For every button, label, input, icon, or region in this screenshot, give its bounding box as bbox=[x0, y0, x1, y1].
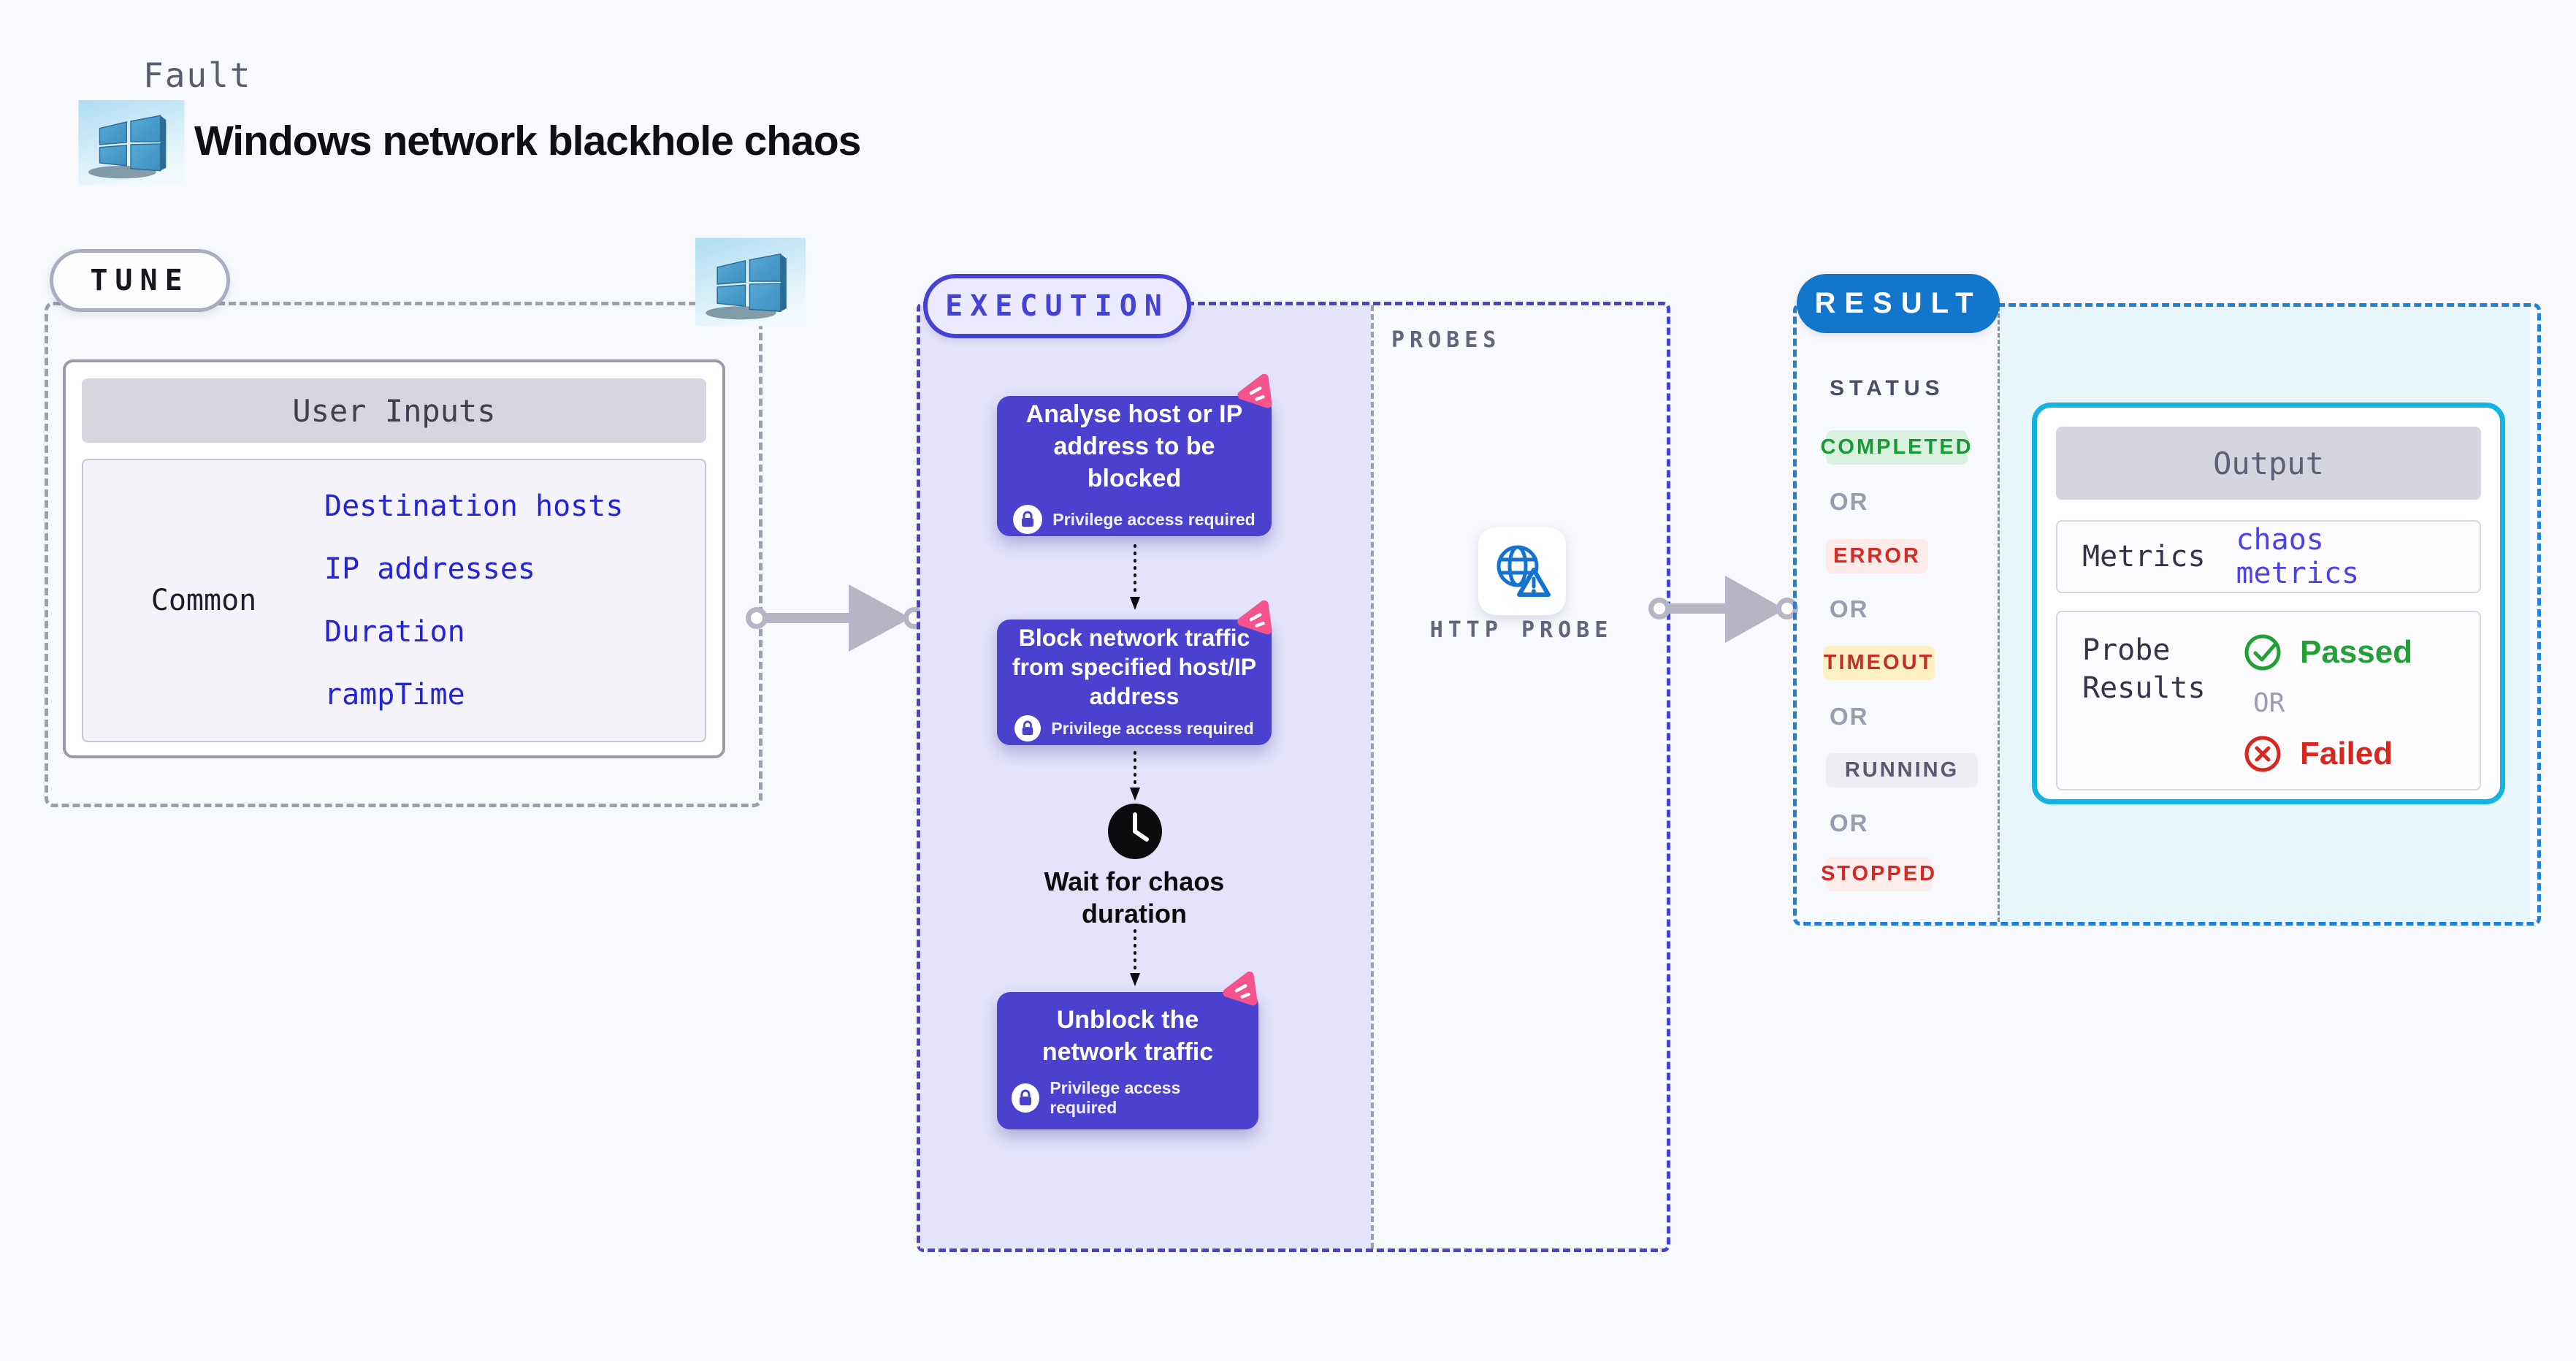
connector-port bbox=[1648, 598, 1670, 619]
probes-label: PROBES bbox=[1391, 327, 1502, 353]
execution-step-card: Unblock the network traffic Privilege ac… bbox=[997, 971, 1258, 1129]
user-inputs-row-label: Common bbox=[150, 584, 257, 617]
lock-icon bbox=[1012, 1083, 1040, 1113]
or-label: OR bbox=[1830, 703, 1869, 730]
clock-icon bbox=[1108, 804, 1162, 859]
privilege-row: Privilege access required bbox=[1013, 505, 1255, 534]
step-title: Analyse host or IP address to be blocked bbox=[1025, 400, 1243, 492]
connector-line bbox=[1659, 603, 1740, 614]
execution-step-card: Analyse host or IP address to be blocked… bbox=[997, 373, 1272, 536]
or-label: OR bbox=[1830, 488, 1869, 515]
metrics-row: Metrics chaos metrics bbox=[2056, 520, 2481, 593]
fault-kicker: Fault bbox=[143, 56, 252, 95]
x-circle-icon bbox=[2244, 736, 2281, 772]
step-title: Unblock the network traffic bbox=[1042, 1006, 1214, 1066]
result-pill: RESULT bbox=[1797, 274, 2000, 333]
flow-arrow-icon bbox=[1130, 544, 1140, 610]
probe-results-label: Probe Results bbox=[2082, 633, 2206, 705]
chaos-metrics-link[interactable]: chaos metrics bbox=[2236, 523, 2360, 590]
input-link-ramptime[interactable]: rampTime bbox=[324, 678, 465, 712]
page-title: Windows network blackhole chaos bbox=[194, 118, 861, 164]
privilege-row: Privilege access required bbox=[1012, 1078, 1244, 1118]
passed-line: Passed bbox=[2243, 633, 2412, 672]
output-header: Output bbox=[2056, 427, 2481, 500]
chaos-logo-icon bbox=[1237, 600, 1272, 635]
check-circle-icon bbox=[2244, 634, 2281, 671]
privilege-text: Privilege access required bbox=[1050, 1078, 1181, 1117]
connector-arrowhead bbox=[1725, 576, 1785, 643]
privilege-text: Privilege access required bbox=[1052, 509, 1255, 529]
connector-port bbox=[746, 607, 768, 629]
http-probe-card bbox=[1478, 527, 1566, 615]
or-label: OR bbox=[1830, 809, 1869, 836]
flow-arrow-icon bbox=[1130, 929, 1140, 986]
lock-icon bbox=[1013, 505, 1043, 534]
probes-divider bbox=[1371, 305, 1374, 1248]
connector-line bbox=[757, 613, 866, 623]
chaos-logo-icon bbox=[1237, 373, 1272, 408]
chaos-logo-icon bbox=[1223, 971, 1258, 1006]
tune-pill: TUNE bbox=[50, 249, 230, 312]
status-badge-completed: COMPLETED bbox=[1820, 430, 1971, 465]
user-inputs-body: Common Destination hosts IP addresses Du… bbox=[82, 459, 706, 742]
wait-step-title: Wait for chaos duration bbox=[1044, 866, 1225, 929]
input-link-ip-addresses[interactable]: IP addresses bbox=[324, 552, 535, 586]
status-badge-running: RUNNING bbox=[1826, 753, 1978, 788]
connector-arrowhead bbox=[849, 584, 911, 652]
step-title: Block network traffic from specified hos… bbox=[1012, 625, 1257, 709]
failed-label: Failed bbox=[2300, 736, 2393, 771]
input-link-destination-hosts[interactable]: Destination hosts bbox=[324, 489, 624, 523]
windows-logo-icon bbox=[695, 237, 806, 327]
result-divider bbox=[1998, 307, 2000, 922]
probe-results-row: Probe Results Passed OR Failed bbox=[2056, 611, 2481, 790]
execution-pill: EXECUTION bbox=[923, 274, 1191, 338]
tune-section bbox=[45, 302, 763, 807]
or-label: OR bbox=[1830, 595, 1869, 622]
http-probe-label: HTTP PROBE bbox=[1429, 617, 1613, 643]
privilege-text: Privilege access required bbox=[1051, 718, 1254, 738]
input-link-duration[interactable]: Duration bbox=[324, 615, 465, 649]
status-badge-error: ERROR bbox=[1826, 539, 1928, 573]
execution-step-card: Block network traffic from specified hos… bbox=[997, 600, 1272, 745]
status-heading: STATUS bbox=[1830, 376, 1945, 400]
status-badge-timeout: TIMEOUT bbox=[1823, 646, 1935, 680]
windows-logo-icon bbox=[78, 100, 185, 185]
flow-arrow-icon bbox=[1130, 751, 1140, 801]
output-card: Output Metrics chaos metrics Probe Resul… bbox=[2032, 403, 2505, 804]
user-inputs-card: User Inputs Common Destination hosts IP … bbox=[63, 359, 725, 758]
failed-line: Failed bbox=[2243, 734, 2412, 774]
passed-label: Passed bbox=[2300, 634, 2413, 670]
lock-icon bbox=[1014, 715, 1042, 742]
metrics-label: Metrics bbox=[2082, 540, 2206, 573]
http-probe-icon bbox=[1497, 545, 1551, 597]
or-label: OR bbox=[2253, 688, 2285, 718]
user-inputs-header: User Inputs bbox=[82, 378, 706, 443]
status-badge-stopped: STOPPED bbox=[1821, 857, 1935, 891]
privilege-row: Privilege access required bbox=[1014, 715, 1254, 742]
